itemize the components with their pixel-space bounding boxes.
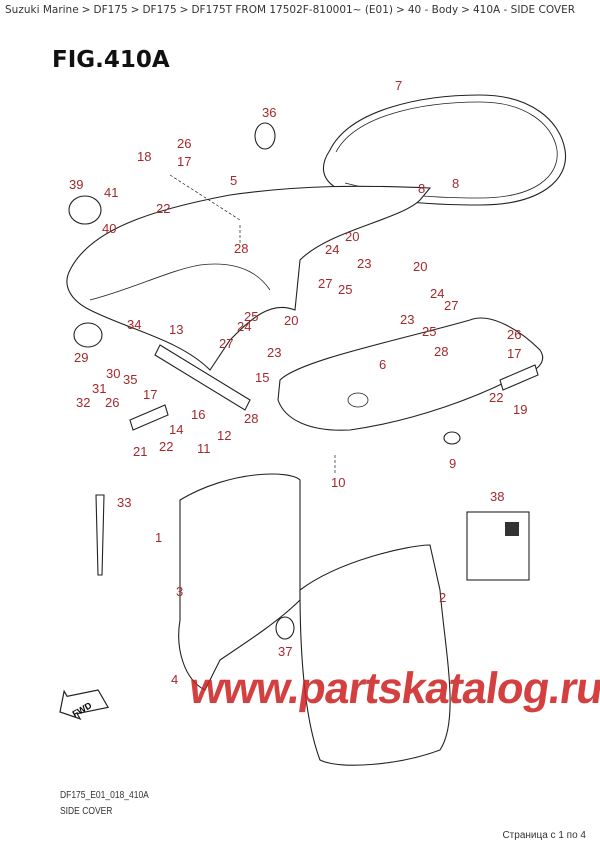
callout-24[interactable]: 24 [325, 242, 339, 257]
callout-26[interactable]: 26 [105, 395, 119, 410]
pagination: Страница с 1 по 4 [502, 830, 586, 841]
callout-23[interactable]: 23 [357, 256, 371, 271]
callout-22[interactable]: 22 [159, 439, 173, 454]
callout-12[interactable]: 12 [217, 428, 231, 443]
callout-24[interactable]: 24 [237, 319, 251, 334]
callout-17[interactable]: 17 [143, 387, 157, 402]
callout-40[interactable]: 40 [102, 221, 116, 236]
callout-11[interactable]: 11 [197, 441, 211, 456]
callout-22[interactable]: 22 [156, 201, 170, 216]
callout-1[interactable]: 1 [155, 530, 162, 545]
duct [73, 322, 103, 348]
plug-9 [443, 431, 461, 445]
latch-21 [129, 404, 169, 431]
breadcrumb: Suzuki Marine>DF175>DF175>DF175T FROM 17… [5, 4, 575, 16]
breadcrumb-item[interactable]: DF175T FROM 17502F-810001~ (E01) [191, 4, 394, 16]
callout-33[interactable]: 33 [117, 495, 131, 510]
breadcrumb-separator: > [130, 4, 140, 16]
callout-28[interactable]: 28 [244, 411, 258, 426]
callout-20[interactable]: 20 [413, 259, 427, 274]
callout-5[interactable]: 5 [230, 173, 237, 188]
callout-26[interactable]: 26 [507, 327, 521, 342]
breadcrumb-item[interactable]: Suzuki Marine [5, 4, 79, 16]
callout-39[interactable]: 39 [69, 177, 83, 192]
callout-27[interactable]: 27 [219, 336, 233, 351]
drawing-description: SIDE COVER [60, 806, 113, 817]
plug [275, 616, 295, 640]
lower-cover-port [178, 473, 301, 691]
callout-23[interactable]: 23 [267, 345, 281, 360]
callout-32[interactable]: 32 [76, 395, 90, 410]
callout-19[interactable]: 19 [513, 402, 527, 417]
figure-title: FIG.410A [52, 47, 170, 73]
breadcrumb-separator: > [81, 4, 91, 16]
callout-24[interactable]: 24 [430, 286, 444, 301]
callout-21[interactable]: 21 [133, 444, 147, 459]
drawing-code: DF175_E01_018_410A [60, 790, 149, 801]
callout-7[interactable]: 7 [395, 78, 402, 93]
callout-25[interactable]: 25 [338, 282, 352, 297]
part-shapes [66, 94, 567, 766]
callout-8[interactable]: 8 [452, 176, 459, 191]
callout-10[interactable]: 10 [331, 475, 345, 490]
watermark: www.partskatalog.ru [186, 664, 600, 713]
bracket-13 [154, 344, 251, 411]
callout-30[interactable]: 30 [106, 366, 120, 381]
callout-25[interactable]: 25 [422, 324, 436, 339]
breadcrumb-item[interactable]: DF175 [142, 4, 177, 16]
callout-20[interactable]: 20 [345, 229, 359, 244]
grommet [254, 122, 276, 150]
callout-28[interactable]: 28 [234, 241, 248, 256]
callout-26[interactable]: 26 [177, 136, 191, 151]
label-warning-icon [505, 522, 519, 536]
callout-35[interactable]: 35 [123, 372, 137, 387]
callout-20[interactable]: 20 [284, 313, 298, 328]
callout-16[interactable]: 16 [191, 407, 205, 422]
callout-22[interactable]: 22 [489, 390, 503, 405]
callout-6[interactable]: 6 [379, 357, 386, 372]
callout-25[interactable]: 25 [244, 309, 258, 324]
callout-2[interactable]: 2 [439, 590, 446, 605]
callout-4[interactable]: 4 [171, 672, 178, 687]
callout-3[interactable]: 3 [176, 584, 183, 599]
callout-31[interactable]: 31 [92, 381, 106, 396]
callout-34[interactable]: 34 [127, 317, 141, 332]
callout-38[interactable]: 38 [490, 489, 504, 504]
cable-tie [95, 494, 105, 576]
upper-cover-starboard [277, 317, 543, 431]
callout-15[interactable]: 15 [255, 370, 269, 385]
callout-9[interactable]: 9 [449, 456, 456, 471]
callout-13[interactable]: 13 [169, 322, 183, 337]
lower-cover-starboard [299, 544, 451, 766]
callout-28[interactable]: 28 [434, 344, 448, 359]
breadcrumb-item: 410A - SIDE COVER [472, 4, 576, 16]
upper-cover-port [66, 185, 432, 371]
caution-label [466, 511, 530, 581]
callout-41[interactable]: 41 [104, 185, 118, 200]
callout-29[interactable]: 29 [74, 350, 88, 365]
breadcrumb-separator: > [396, 4, 405, 16]
breadcrumb-item[interactable]: DF175 [93, 4, 128, 16]
callout-17[interactable]: 17 [177, 154, 191, 169]
fwd-arrow-icon: FWD [59, 689, 110, 720]
seal [68, 195, 102, 225]
callout-14[interactable]: 14 [169, 422, 183, 437]
breadcrumb-separator: > [179, 4, 189, 16]
callout-23[interactable]: 23 [400, 312, 414, 327]
breadcrumb-separator: > [461, 4, 470, 16]
callout-27[interactable]: 27 [444, 298, 458, 313]
callout-18[interactable]: 18 [137, 149, 151, 164]
latch-19 [499, 364, 539, 391]
callout-8[interactable]: 8 [418, 181, 425, 196]
callout-37[interactable]: 37 [278, 644, 292, 659]
callout-36[interactable]: 36 [262, 105, 276, 120]
callout-27[interactable]: 27 [318, 276, 332, 291]
breadcrumb-item[interactable]: 40 - Body [407, 4, 459, 16]
callout-17[interactable]: 17 [507, 346, 521, 361]
